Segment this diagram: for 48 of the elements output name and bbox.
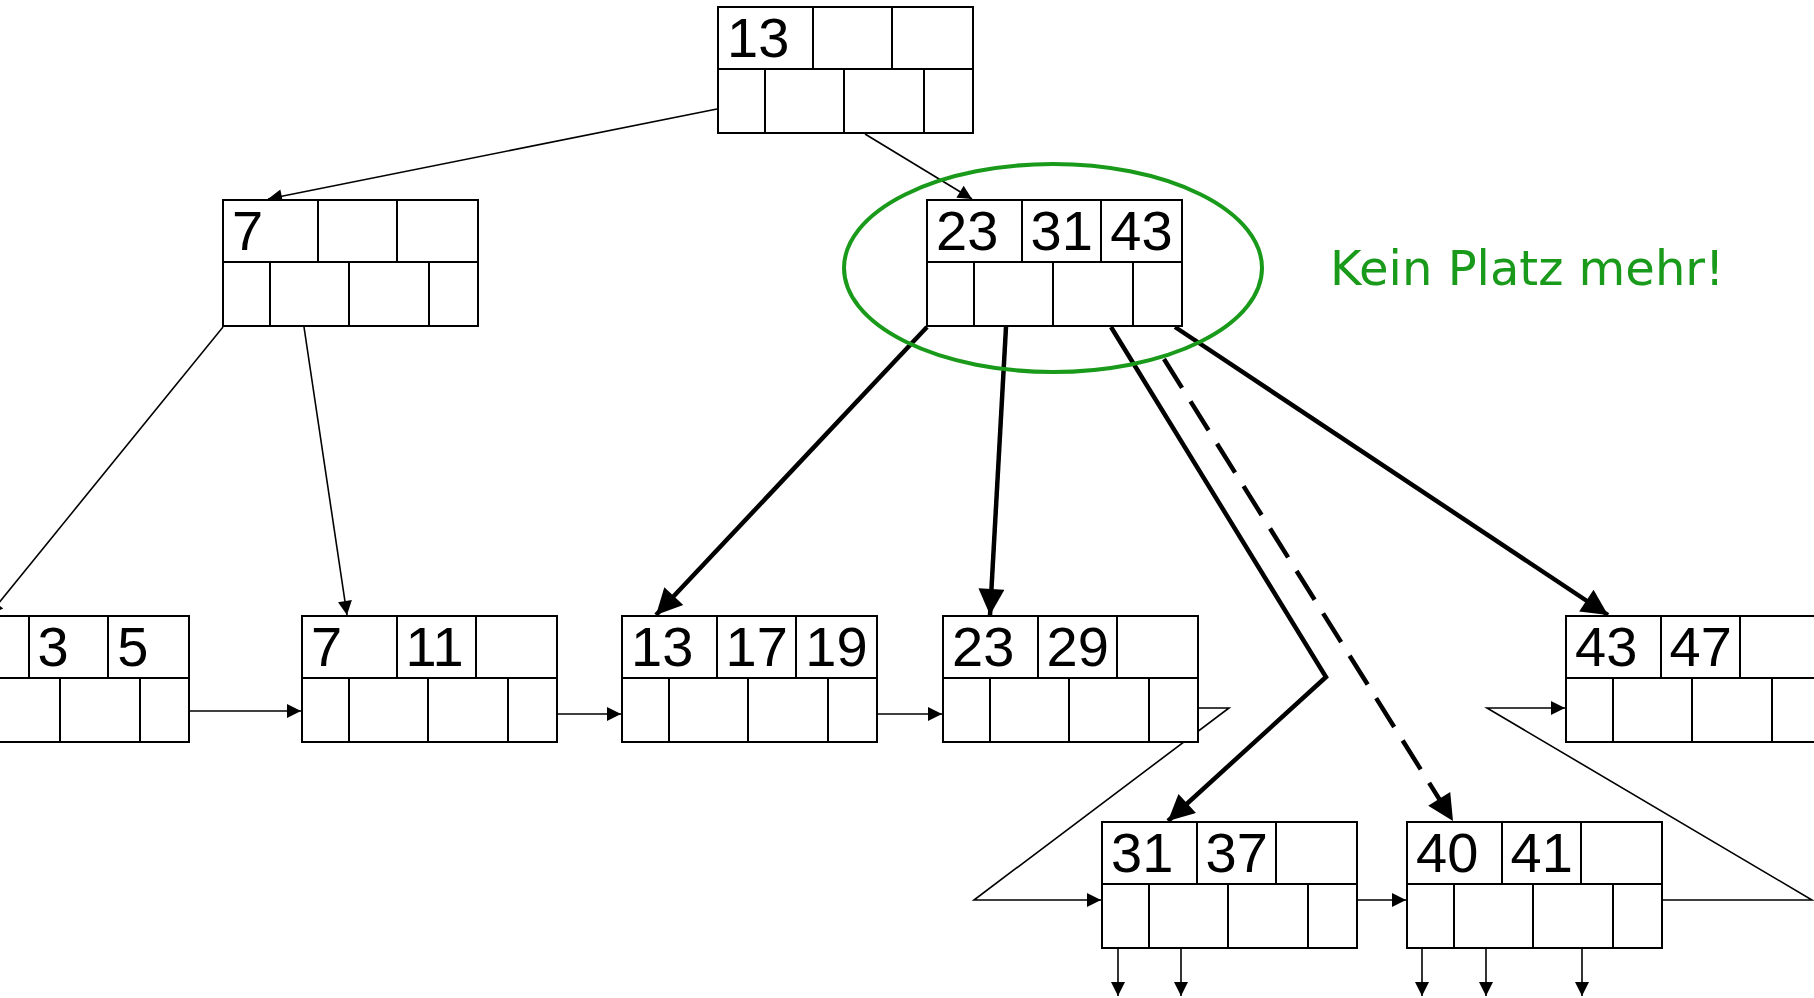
arrow: [557, 707, 622, 721]
key-value: 31: [1030, 203, 1093, 259]
arrow: [864, 133, 973, 200]
key-value: 5: [117, 619, 149, 675]
arrow: [654, 325, 929, 617]
key-value: 23: [952, 619, 1015, 675]
key-value: 7: [232, 203, 264, 259]
arrow: [1484, 701, 1814, 901]
dashed-arrow: [1162, 357, 1455, 823]
arrow: [189, 704, 302, 718]
key-value: 43: [1110, 203, 1173, 259]
key-value: 19: [805, 619, 868, 675]
annotation-text: Kein Platz mehr!: [1330, 244, 1725, 292]
arrow: [877, 707, 943, 721]
key-value: 29: [1046, 619, 1109, 675]
key-value: 3: [37, 619, 69, 675]
arrow: [1415, 948, 1429, 997]
key-value: 23: [936, 203, 999, 259]
arrow: [978, 326, 1009, 616]
arrow: [1174, 948, 1188, 997]
tree-node: [926, 199, 1183, 327]
arrow: [1173, 325, 1610, 617]
arrow: [1575, 948, 1589, 997]
key-value: 40: [1416, 825, 1479, 881]
key-value: 47: [1669, 619, 1732, 675]
key-value: 37: [1205, 825, 1268, 881]
arrow: [303, 326, 352, 616]
tree-node: [1101, 821, 1358, 949]
key-value: 31: [1111, 825, 1174, 881]
arrow: [1109, 325, 1329, 823]
key-value: 13: [727, 10, 790, 66]
tree-node: [942, 615, 1199, 743]
arrow: [1111, 948, 1125, 997]
tree-node: [0, 615, 190, 743]
tree-node: [301, 615, 558, 743]
key-value: 43: [1575, 619, 1638, 675]
key-value: 41: [1510, 825, 1573, 881]
arrow: [971, 707, 1232, 907]
key-value: 11: [405, 619, 464, 675]
tree-node: [1565, 615, 1814, 743]
arrow: [1479, 948, 1493, 997]
key-value: 13: [631, 619, 694, 675]
key-value: 17: [725, 619, 788, 675]
key-value: 7: [311, 619, 343, 675]
tree-node: [222, 199, 479, 327]
tree-node: [1406, 821, 1663, 949]
tree-node: [717, 6, 974, 134]
tree-node: [621, 615, 878, 743]
